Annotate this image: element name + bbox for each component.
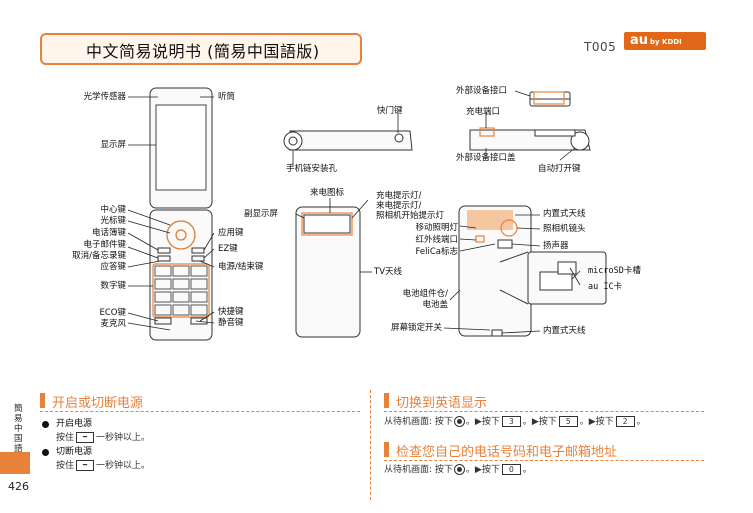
- microsd-inset: [499, 251, 607, 305]
- side-view-right: [469, 91, 591, 151]
- section-title-check: 检查您自己的电话号码和电子邮箱地址: [396, 445, 618, 460]
- side-tab-marker: [0, 452, 30, 474]
- section-bar-english: [384, 393, 389, 408]
- label-incoming-icon: 来电图标: [310, 188, 345, 198]
- power-off-title: 切断电源: [56, 447, 93, 457]
- label-builtin-antenna-top: 内置式天线: [543, 209, 586, 219]
- section-divider-check: [384, 460, 704, 461]
- center-key-icon: [453, 416, 465, 427]
- label-ir-port: 红外线端口: [415, 235, 458, 245]
- label-silent-key: 静音键: [218, 318, 244, 328]
- column-separator: [370, 390, 371, 500]
- label-center-key: 中心键: [100, 205, 126, 215]
- label-auto-open-key: 自动打开键: [538, 164, 581, 174]
- label-ext-port: 外部设备接口: [456, 86, 508, 96]
- label-mail-key: 电子邮件键: [83, 240, 126, 250]
- section-title-english: 切换到英语显示: [396, 396, 488, 411]
- title-frame: [40, 33, 362, 65]
- label-mobile-light: 移动照明灯: [415, 223, 458, 233]
- label-battery-cover: 电池盖: [422, 300, 448, 310]
- label-cursor-key: 光标键: [100, 216, 126, 226]
- label-shutter-key: 快门键: [377, 106, 403, 116]
- label-ext-port-cover: 外部设备接口盖: [456, 153, 516, 163]
- label-sub-display: 副显示屏: [244, 209, 279, 219]
- section-divider-english: [384, 411, 704, 412]
- label-charge-port: 充电端口: [466, 107, 501, 117]
- label-au-ic-card: au IC卡: [588, 282, 623, 292]
- label-tv-antenna: TV天线: [374, 267, 403, 277]
- end-key-icon: ━: [76, 460, 95, 471]
- page-title: 中文简易说明书 (簡易中国語版): [86, 42, 320, 61]
- label-answer-key: 应答键: [100, 262, 126, 272]
- key-0: 0: [501, 464, 521, 475]
- label-power-end-key: 电源/结束键: [218, 262, 264, 272]
- label-shortcut-key: 快捷键: [218, 307, 244, 317]
- page-number: 426: [8, 480, 29, 493]
- section-bar-power: [40, 393, 45, 408]
- label-app-key: 应用键: [218, 228, 244, 238]
- label-charge-lamp-2: 来电提示灯/: [376, 201, 422, 211]
- label-charge-lamp-3: 照相机开始提示灯: [376, 211, 445, 221]
- end-key-icon: ━: [76, 432, 95, 443]
- bullet-power-on: [42, 421, 49, 428]
- section-divider-power: [40, 411, 360, 412]
- side-view-top: [283, 130, 413, 151]
- label-battery-pack: 电池组件仓/: [402, 289, 448, 299]
- key-5: 5: [558, 416, 578, 427]
- label-cancel-memo-key: 取消/备忘录键: [72, 251, 126, 261]
- label-charge-lamp-1: 充电提示灯/: [376, 191, 422, 201]
- label-display: 显示屏: [100, 140, 126, 150]
- key-2: 2: [615, 416, 635, 427]
- key-3: 3: [501, 416, 521, 427]
- label-screen-lock: 屏幕锁定开关: [390, 323, 442, 333]
- bullet-power-off: [42, 449, 49, 456]
- section-bar-check: [384, 442, 389, 457]
- page-code: T005: [584, 40, 617, 54]
- power-off-instruction: 按住━一秒钟以上。: [56, 460, 151, 471]
- label-number-keys: 数字键: [100, 281, 126, 291]
- label-microphone: 麦克风: [100, 319, 126, 329]
- label-felica: FeliCa标志: [415, 247, 458, 257]
- center-key-icon: [453, 464, 465, 475]
- label-camera-lens: 照相机镜头: [543, 224, 586, 234]
- label-ez-key: EZ键: [218, 244, 238, 254]
- label-light-sensor: 光学传感器: [83, 92, 126, 102]
- side-tab-label: 簡易中国語: [14, 404, 23, 454]
- label-phonebook-key: 电话簿键: [91, 228, 126, 238]
- label-eco-key: ECO键: [99, 308, 127, 318]
- label-microsd-slot: microSD卡槽: [588, 266, 641, 276]
- label-earpiece: 听筒: [218, 92, 236, 102]
- section-title-power: 开启或切断电源: [52, 396, 144, 411]
- label-speaker: 扬声器: [543, 241, 569, 251]
- power-on-title: 开启电源: [56, 419, 93, 429]
- label-builtin-antenna-bottom: 内置式天线: [543, 326, 586, 336]
- label-strap-hole: 手机链安装孔: [286, 164, 338, 174]
- power-on-instruction: 按住━一秒钟以上。: [56, 432, 151, 443]
- front-phone-illustration: [149, 87, 213, 341]
- back-phone-illustration: [295, 205, 532, 338]
